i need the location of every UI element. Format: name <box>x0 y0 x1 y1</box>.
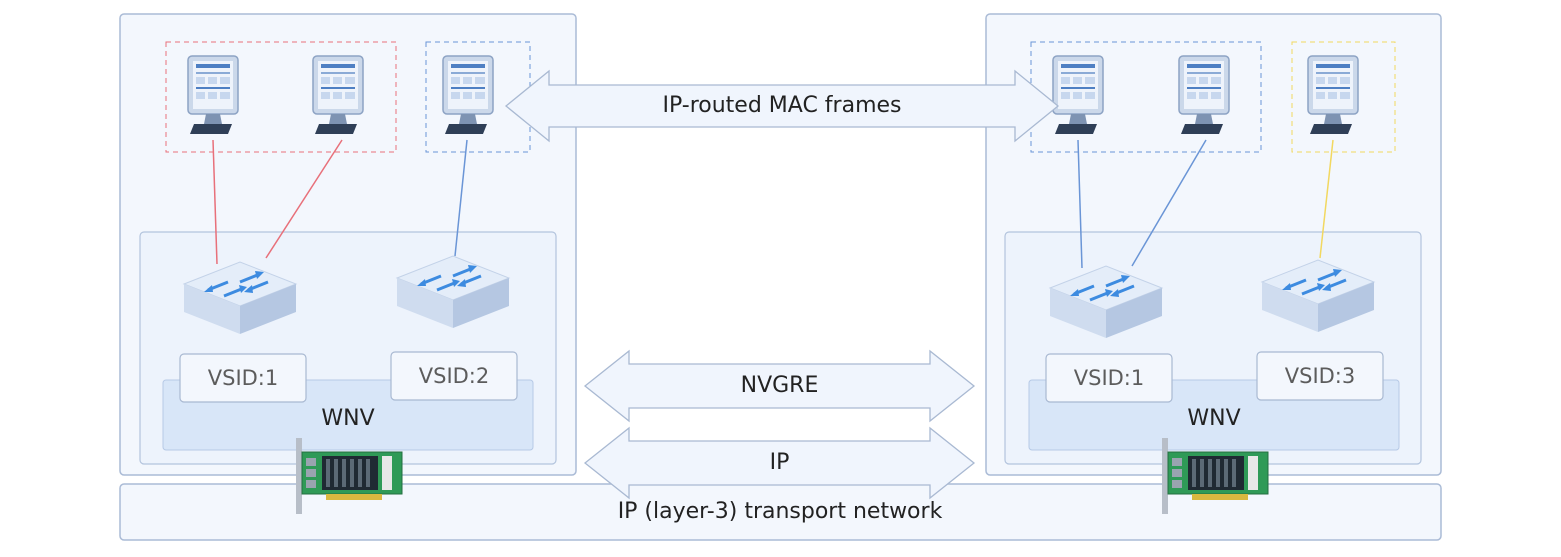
double-arrow-icon <box>583 426 976 500</box>
wnv-label-right: WNV <box>1187 406 1241 431</box>
vsid-label-left-2: VSID:2 <box>418 364 490 388</box>
vsid-label-right-1: VSID:1 <box>1073 366 1145 390</box>
wnv-label-left: WNV <box>321 406 375 431</box>
link-left-vm3 <box>454 139 468 257</box>
link-left-vm1 <box>212 139 218 265</box>
vm-group-left-blue <box>425 41 531 153</box>
vsid-label-left-1: VSID:1 <box>207 366 279 390</box>
vm-group-left-red <box>165 41 397 153</box>
arrow-label-nvgre: NVGRE <box>740 373 819 398</box>
arrow-label-ip-routed-mac-frames: IP-routed MAC frames <box>662 93 902 118</box>
vm-group-right-yellow <box>1291 41 1396 153</box>
link-right-vm2 <box>1131 139 1207 267</box>
link-right-vm3 <box>1319 139 1334 259</box>
double-arrow-icon <box>583 349 976 423</box>
vsid-box-right-3 <box>1256 351 1384 401</box>
vsid-box-left-1 <box>179 353 307 403</box>
vsid-box-left-2 <box>390 351 518 401</box>
arrow-label-ip: IP <box>769 450 790 475</box>
link-right-vm1 <box>1077 139 1083 269</box>
vsid-label-right-3: VSID:3 <box>1284 364 1356 388</box>
double-arrow-icon <box>504 69 1060 143</box>
vsid-box-right-1 <box>1045 353 1173 403</box>
link-left-vm2 <box>265 139 343 259</box>
transport-network-label: IP (layer-3) transport network <box>617 499 943 524</box>
